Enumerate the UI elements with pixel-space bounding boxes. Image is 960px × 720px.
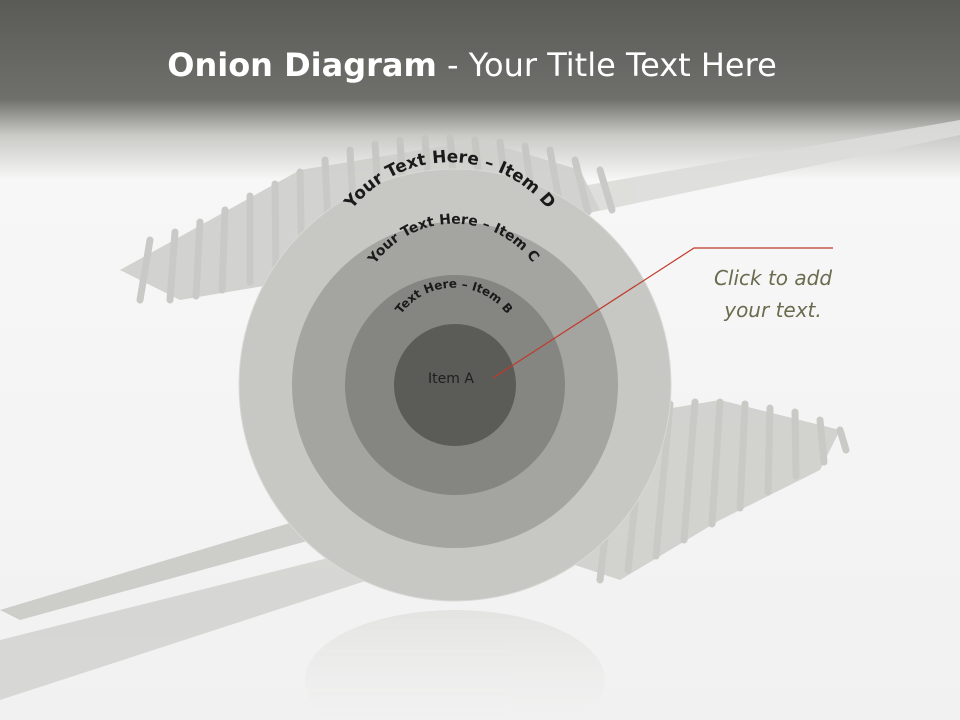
ring-item-a[interactable] <box>394 324 516 446</box>
callout-line <box>492 247 833 379</box>
title-bold-part: Onion Diagram <box>167 46 437 84</box>
title-rest-part: - Your Title Text Here <box>436 46 777 84</box>
callout-line-1: Click to add <box>713 266 833 290</box>
label-item-a: Item A <box>428 371 474 387</box>
callout-line-2: your text. <box>724 298 822 322</box>
callout-text-box[interactable]: Click to add your text. <box>690 262 856 326</box>
slide-title[interactable]: Onion Diagram - Your Title Text Here <box>0 46 944 84</box>
